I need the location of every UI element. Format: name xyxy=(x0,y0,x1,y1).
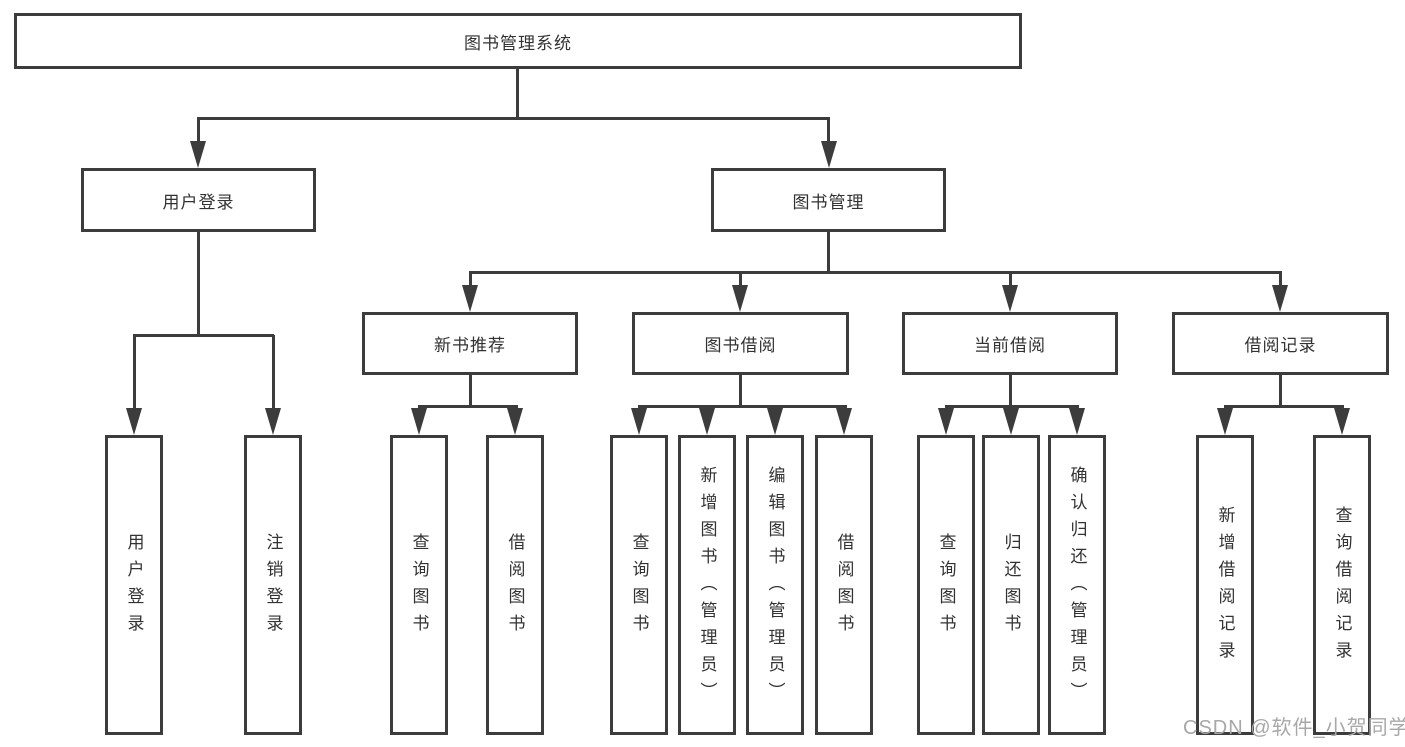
node-borrowing-records: 借阅记录 xyxy=(1172,312,1389,375)
connector-current-stem xyxy=(1009,375,1012,408)
connector-newbook-stem xyxy=(469,375,472,408)
node-user-login: 用户登录 xyxy=(81,168,316,232)
leaf-current-confirm-return-admin: 确认归还（管理员） xyxy=(1048,435,1106,735)
arrowhead-to-leaf-login xyxy=(126,408,142,435)
arrowhead-to-borrowing-records xyxy=(1272,285,1288,312)
leaf-newbook-query-books: 查询图书 xyxy=(390,435,448,735)
leaf-borrowing-add-books-admin: 新增图书（管理员） xyxy=(678,435,736,735)
arrowhead-to-book-management xyxy=(821,141,837,168)
arrowhead-records-leaf-2 xyxy=(1334,408,1350,435)
connector-userlogin-drop-1 xyxy=(133,335,136,413)
arrowhead-to-user-login xyxy=(190,141,206,168)
connector-bookmgmt-drop-2 xyxy=(739,272,742,290)
leaf-borrowing-query-books: 查询图书 xyxy=(610,435,668,735)
leaf-newbook-borrow-books: 借阅图书 xyxy=(486,435,544,735)
connector-bookmgmt-stem xyxy=(827,232,830,273)
leaf-current-return-books: 归还图书 xyxy=(982,435,1040,735)
arrowhead-current-leaf-2 xyxy=(1003,408,1019,435)
arrowhead-newbook-leaf-1 xyxy=(411,408,427,435)
arrowhead-borrowing-leaf-4 xyxy=(836,408,852,435)
connector-userlogin-bar xyxy=(133,334,274,337)
arrowhead-to-book-borrowing xyxy=(732,285,748,312)
leaf-records-query-record: 查询借阅记录 xyxy=(1313,435,1371,735)
csdn-watermark: CSDN @软件_小贺同学 xyxy=(1183,717,1405,739)
arrowhead-borrowing-leaf-1 xyxy=(631,408,647,435)
connector-borrowing-stem xyxy=(739,375,742,408)
leaf-logout: 注销登录 xyxy=(244,435,302,735)
connector-userlogin-stem xyxy=(197,232,200,336)
node-current-borrowing: 当前借阅 xyxy=(902,312,1118,375)
connector-root-bar xyxy=(197,117,830,120)
arrowhead-newbook-leaf-2 xyxy=(507,408,523,435)
node-book-management: 图书管理 xyxy=(711,168,946,232)
arrowhead-to-new-book xyxy=(462,285,478,312)
arrowhead-current-leaf-3 xyxy=(1069,408,1085,435)
arrowhead-to-leaf-logout xyxy=(265,408,281,435)
arrowhead-borrowing-leaf-3 xyxy=(767,408,783,435)
node-root-library-system: 图书管理系统 xyxy=(14,13,1022,69)
connector-userlogin-drop-2 xyxy=(272,335,275,413)
connector-root-stem xyxy=(516,69,519,118)
connector-borrowing-bar xyxy=(638,405,847,408)
connector-bookmgmt-bar xyxy=(469,271,1282,274)
leaf-current-query-books: 查询图书 xyxy=(917,435,975,735)
connector-root-drop-left xyxy=(197,118,200,148)
connector-root-drop-right xyxy=(827,118,830,148)
arrowhead-borrowing-leaf-2 xyxy=(699,408,715,435)
connector-bookmgmt-drop-1 xyxy=(469,272,472,290)
arrowhead-to-current-borrowing xyxy=(1002,285,1018,312)
arrowhead-current-leaf-1 xyxy=(938,408,954,435)
connector-records-bar xyxy=(1224,405,1344,408)
node-book-borrowing: 图书借阅 xyxy=(632,312,849,375)
connector-records-stem xyxy=(1279,375,1282,408)
leaf-borrowing-edit-books-admin: 编辑图书（管理员） xyxy=(746,435,804,735)
leaf-records-add-record: 新增借阅记录 xyxy=(1196,435,1254,735)
leaf-user-login: 用户登录 xyxy=(105,435,163,735)
arrowhead-records-leaf-1 xyxy=(1217,408,1233,435)
leaf-borrowing-borrow-books: 借阅图书 xyxy=(815,435,873,735)
node-new-book-recommend: 新书推荐 xyxy=(362,312,578,375)
connector-current-bar xyxy=(945,405,1079,408)
connector-newbook-bar xyxy=(418,405,518,408)
connector-bookmgmt-drop-3 xyxy=(1009,272,1012,290)
connector-bookmgmt-drop-4 xyxy=(1279,272,1282,290)
